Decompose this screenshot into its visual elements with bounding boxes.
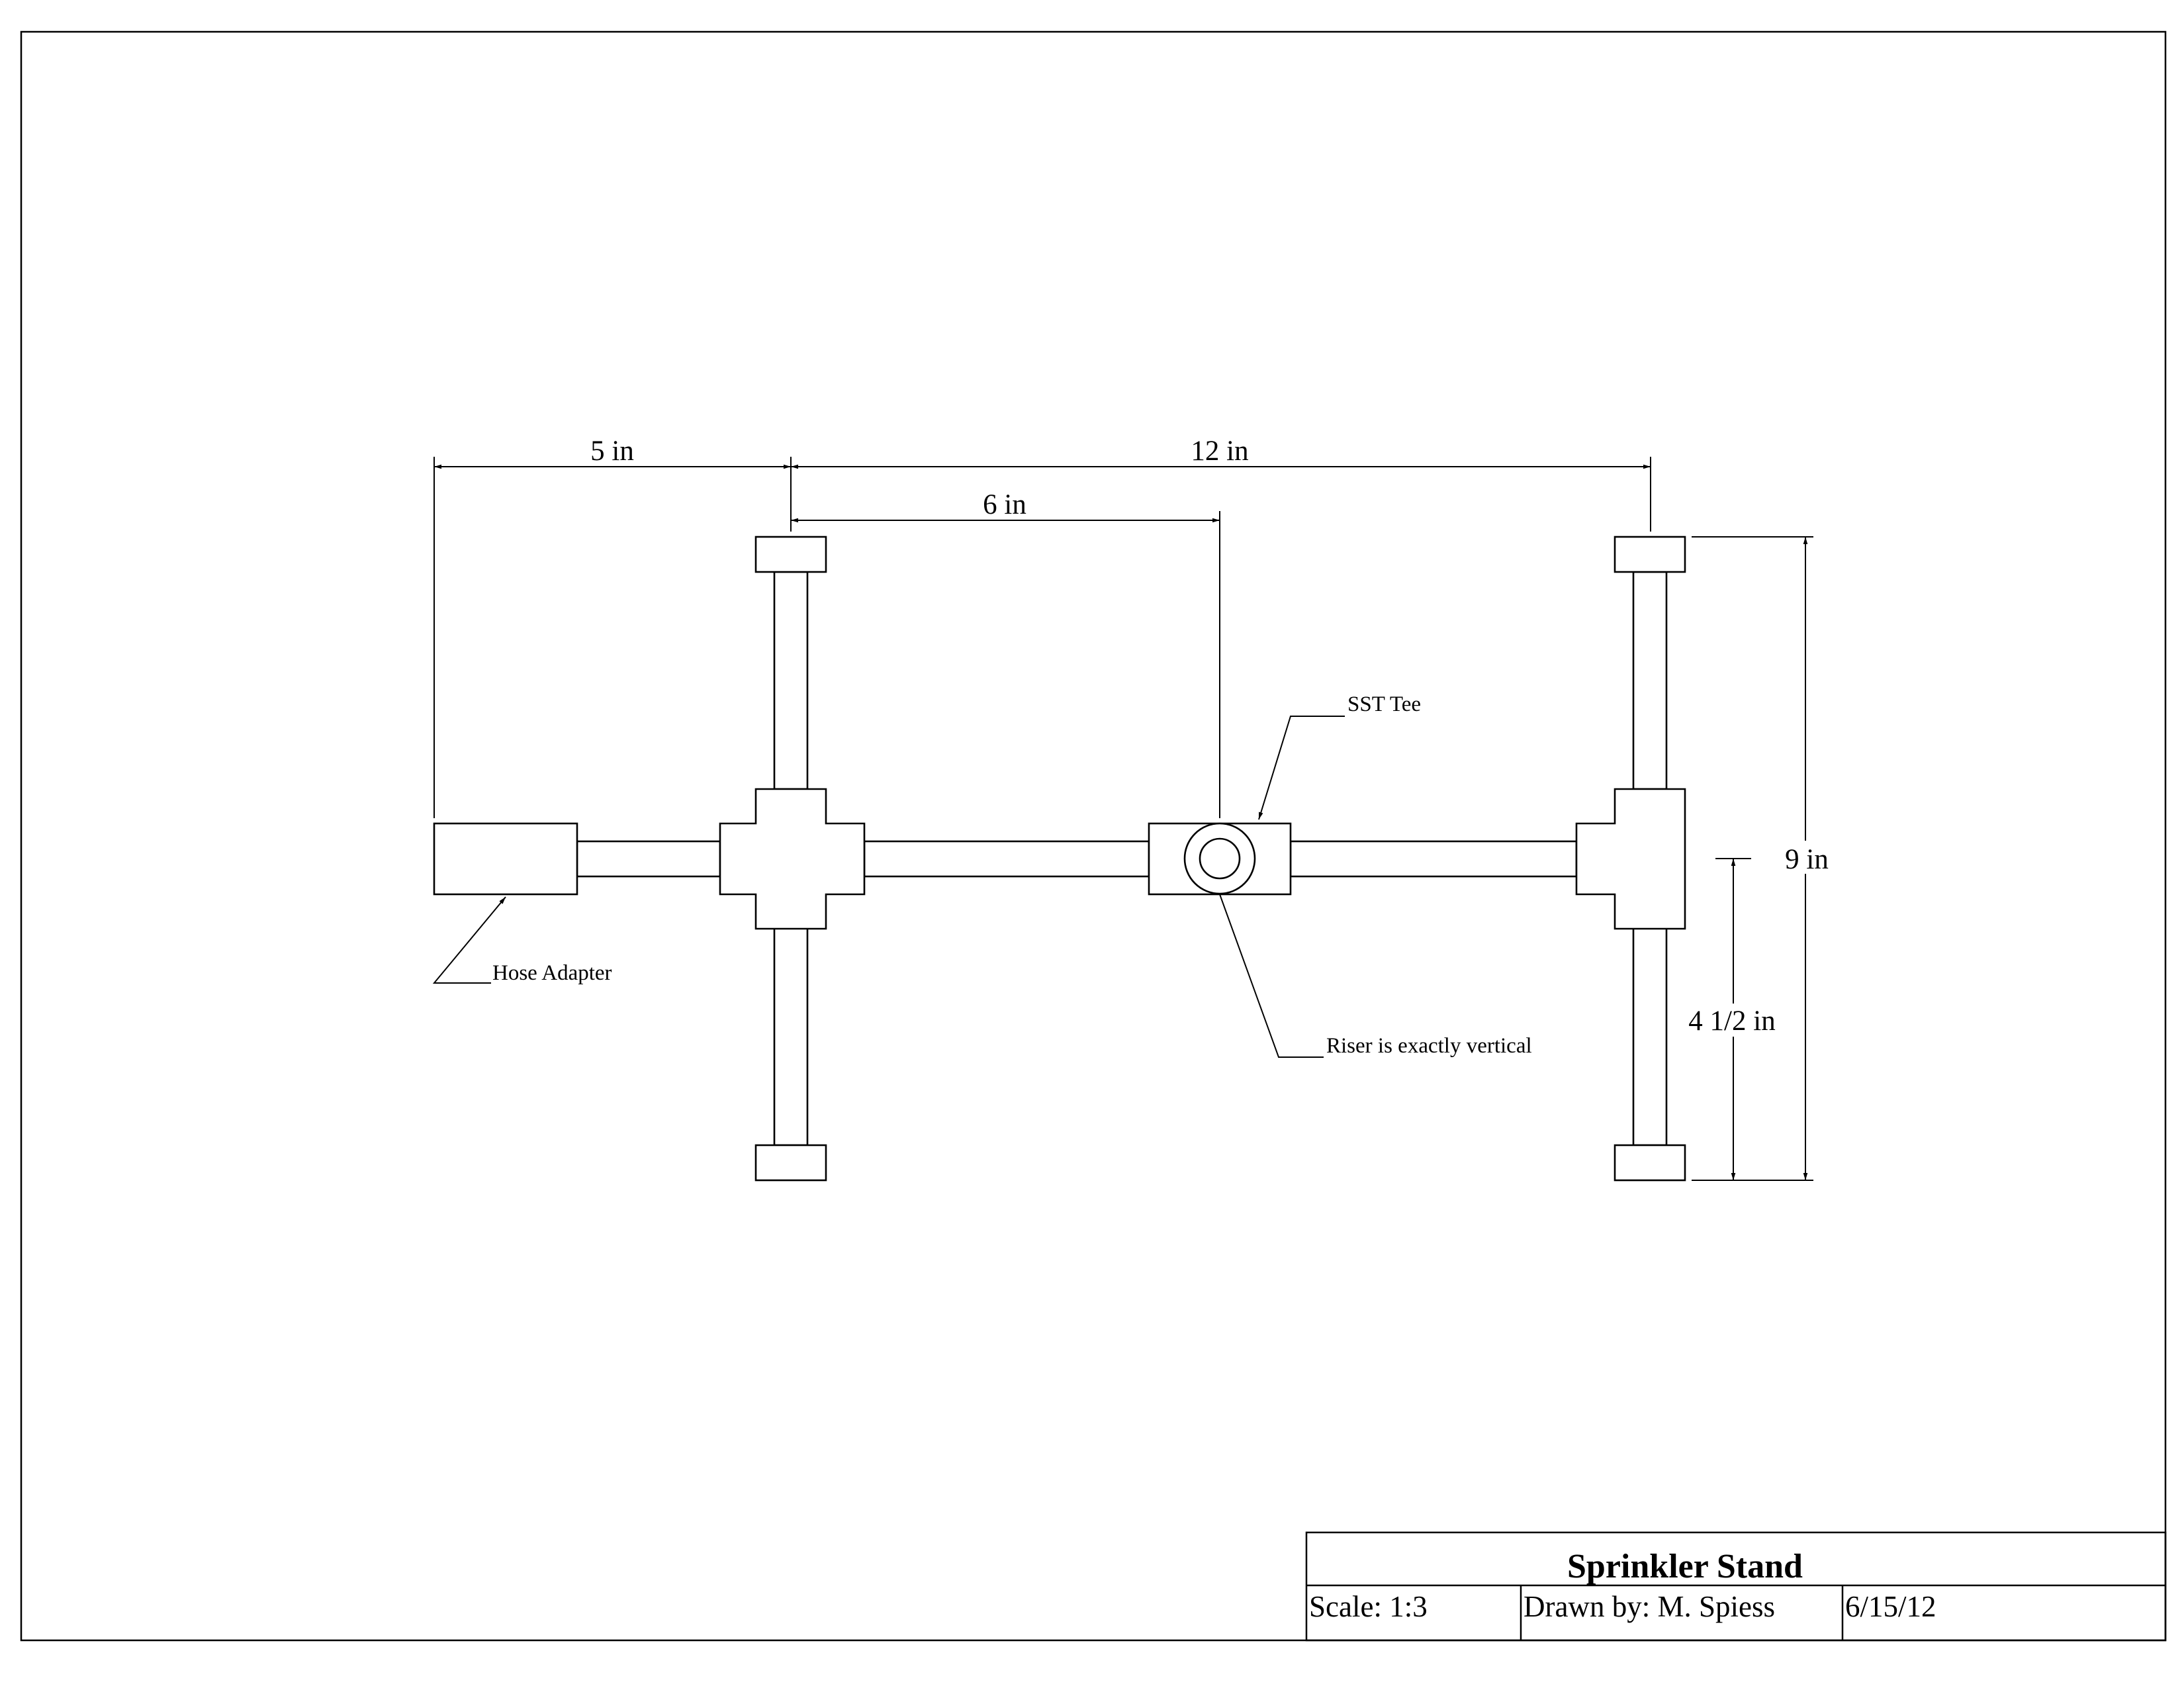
callout-hose-adapter: Hose Adapter bbox=[492, 961, 612, 985]
title-block-drawn-by: Drawn by: M. Spiess bbox=[1524, 1590, 1775, 1623]
title-block-title: Sprinkler Stand bbox=[1567, 1548, 1803, 1585]
callout-riser-note: Riser is exactly vertical bbox=[1326, 1034, 1532, 1058]
left-bottom-end-cap bbox=[754, 1144, 827, 1182]
callout-sst-tee: SST Tee bbox=[1347, 692, 1421, 716]
right-pipe-upper bbox=[1632, 571, 1668, 790]
hose-pipe bbox=[576, 840, 721, 878]
title-block-date: 6/15/12 bbox=[1845, 1590, 1936, 1623]
left-top-end-cap bbox=[754, 536, 827, 573]
pipe-assembly bbox=[433, 536, 1686, 1182]
dim-6in-label: 6 in bbox=[983, 489, 1026, 520]
right-tee-fitting bbox=[1575, 788, 1686, 930]
callout-leaders bbox=[432, 716, 1345, 1058]
cross-fitting bbox=[719, 788, 866, 930]
sheet-border bbox=[20, 30, 2167, 1642]
left-pipe-upper bbox=[773, 571, 809, 790]
right-bottom-end-cap bbox=[1614, 1144, 1686, 1182]
dim-5in-label: 5 in bbox=[590, 436, 634, 467]
title-block-scale: Scale: 1:3 bbox=[1309, 1590, 1428, 1623]
center-pipe-right bbox=[1289, 840, 1578, 878]
dim-4half-label: 4 1/2 in bbox=[1688, 1006, 1775, 1037]
left-pipe-lower bbox=[773, 925, 809, 1147]
right-pipe-lower bbox=[1632, 927, 1668, 1147]
dim-9in-label: 9 in bbox=[1785, 844, 1829, 875]
hose-adapter bbox=[433, 822, 578, 896]
right-top-end-cap bbox=[1614, 536, 1686, 573]
title-block bbox=[1305, 1531, 2167, 1642]
riser-inner-circle bbox=[1199, 837, 1241, 880]
dim-12in-label: 12 in bbox=[1191, 436, 1248, 467]
dimension-lines bbox=[433, 457, 1813, 1181]
center-pipe-left bbox=[863, 840, 1150, 878]
